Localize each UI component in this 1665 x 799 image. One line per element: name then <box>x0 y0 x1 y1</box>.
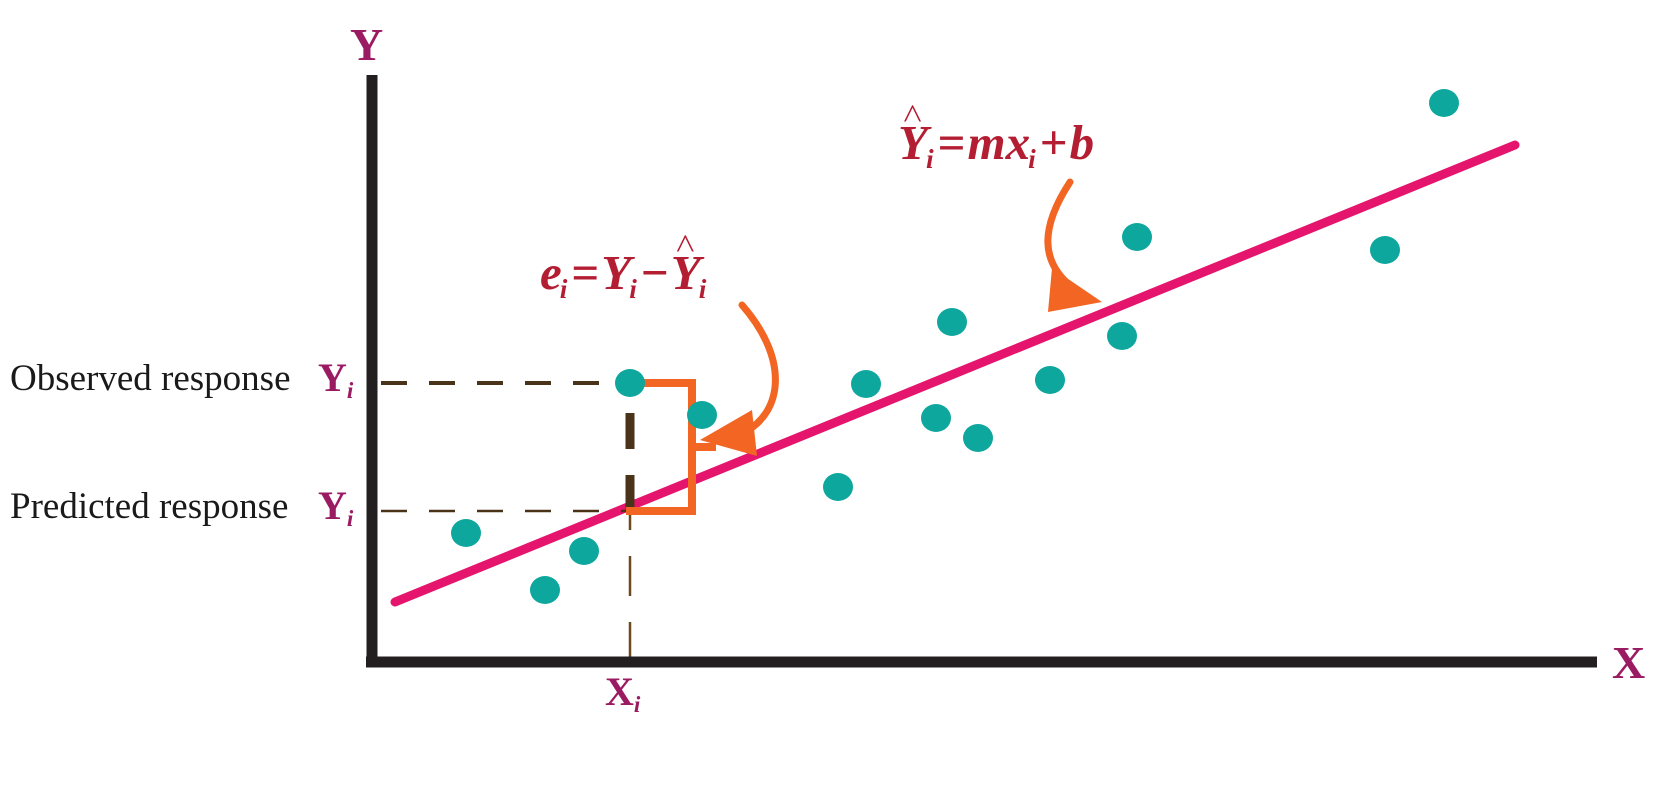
residual-eq-term2-wrap: ˄Y <box>670 226 701 300</box>
predicted-response-label: Predicted response <box>10 486 289 527</box>
data-point <box>530 576 560 604</box>
residual-eq-term2: Y <box>670 245 701 300</box>
residual-equation: ei=Yi−˄Yi <box>540 226 708 303</box>
x-tick-letter: X <box>605 669 634 714</box>
residual-eq-term2-sub: i <box>698 274 707 305</box>
data-point <box>1122 223 1152 251</box>
y-axis-title: Y <box>350 19 384 70</box>
residual-eq-lhs-sub: i <box>559 274 568 305</box>
data-point <box>569 537 599 565</box>
fit-eq-x-sub: i <box>1028 144 1036 175</box>
fit-eq-intercept: b <box>1069 115 1095 170</box>
fit-eq-plus: + <box>1039 115 1068 170</box>
scatter-points <box>451 89 1459 604</box>
x-tick-subscript: i <box>633 691 641 718</box>
data-point <box>1429 89 1459 117</box>
x-tick-label: Xi <box>605 669 640 717</box>
residual-eq-equals: = <box>571 245 600 300</box>
data-point <box>451 519 481 547</box>
data-point <box>687 401 717 429</box>
data-point <box>1107 322 1137 350</box>
fit-eq-slope: m <box>967 115 1006 170</box>
residual-eq-term1: Y <box>601 245 632 300</box>
residual-eq-term1-sub: i <box>629 274 637 305</box>
y-tick-observed-letter: Y <box>318 355 347 400</box>
hat-icon: ˄ <box>675 224 696 264</box>
data-point <box>851 370 881 398</box>
y-tick-observed-label: Yi <box>318 355 353 403</box>
x-axis-title: X <box>1612 637 1646 688</box>
residual-eq-lhs: e <box>540 245 562 300</box>
fit-eq-lhs: Y <box>898 115 928 170</box>
fit-line-equation: ˄Yi=mxi+b <box>898 96 1095 173</box>
fit-line-arrow <box>1044 178 1102 312</box>
fit-eq-lhs-wrap: ˄Y <box>898 96 928 170</box>
y-tick-predicted-subscript: i <box>346 505 354 532</box>
fit-eq-lhs-sub: i <box>925 144 934 175</box>
regression-line <box>390 140 1520 607</box>
data-point <box>937 308 967 336</box>
y-tick-predicted-label: Yi <box>318 483 353 531</box>
y-tick-observed-subscript: i <box>346 377 354 404</box>
residual-arrow <box>700 301 779 456</box>
y-tick-predicted-letter: Y <box>318 483 347 528</box>
observed-response-label: Observed response <box>10 358 291 399</box>
fit-eq-equals: = <box>937 115 966 170</box>
hat-icon: ˄ <box>902 94 923 134</box>
data-point <box>963 424 993 452</box>
fit-eq-x: x <box>1005 115 1031 170</box>
data-point <box>921 404 951 432</box>
data-point <box>823 473 853 501</box>
data-point <box>1035 366 1065 394</box>
data-point <box>1370 236 1400 264</box>
data-point-observed <box>615 369 645 397</box>
residual-eq-minus: − <box>640 245 669 300</box>
